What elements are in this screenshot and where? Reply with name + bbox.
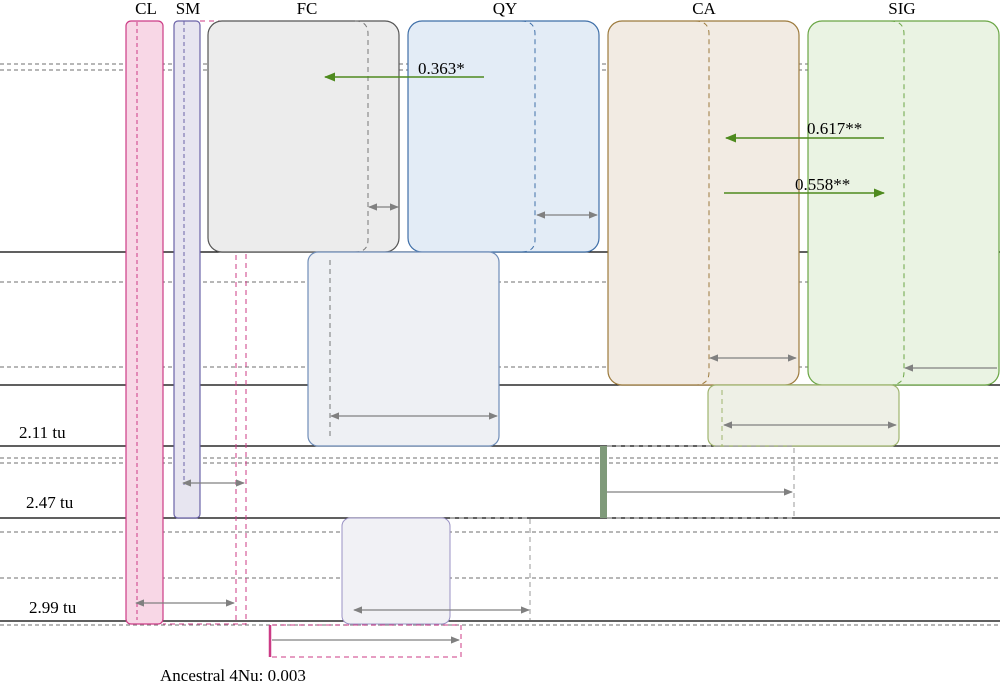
migration-arrows xyxy=(323,72,886,198)
migration-label-ca-sig: 0.558** xyxy=(795,175,850,194)
time-label-1: 2.11 tu xyxy=(19,423,66,442)
population-fc xyxy=(207,20,400,253)
population-cl xyxy=(125,20,164,625)
ancestral-box-ca-sig xyxy=(707,384,900,447)
root-ancestral xyxy=(268,624,462,658)
label-sig: SIG xyxy=(888,0,915,18)
population-sig xyxy=(807,20,1000,386)
label-ca: CA xyxy=(692,0,716,18)
label-sm: SM xyxy=(176,0,201,18)
ancestral-box-fc-qy xyxy=(307,251,500,447)
ancestral-box-lower xyxy=(341,517,531,625)
migration-label-sig-ca: 0.617** xyxy=(807,119,862,138)
population-ca xyxy=(607,20,800,386)
label-fc: FC xyxy=(297,0,318,18)
time-label-2: 2.47 tu xyxy=(26,493,74,512)
migration-label-fc-qy: 0.363* xyxy=(418,59,465,78)
label-qy: QY xyxy=(493,0,518,18)
label-cl: CL xyxy=(135,0,157,18)
time-label-3: 2.99 tu xyxy=(29,598,77,617)
ancestral-box-right xyxy=(600,445,795,519)
ancestral-note: Ancestral 4Nu: 0.003 xyxy=(160,666,306,682)
population-qy xyxy=(407,20,600,253)
